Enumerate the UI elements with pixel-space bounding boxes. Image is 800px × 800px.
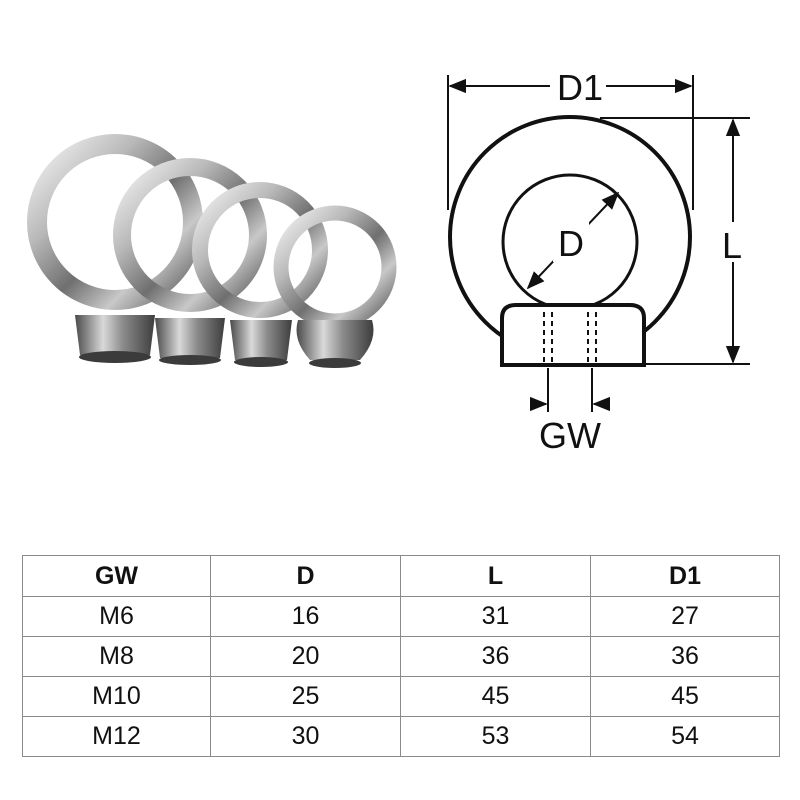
cell-l: 53 xyxy=(400,716,591,757)
cell-l: 36 xyxy=(400,636,591,677)
table-header-row: GW D L D1 xyxy=(22,555,780,597)
gw-label: GW xyxy=(539,415,601,456)
cell-l: 31 xyxy=(400,596,591,637)
d-label: D xyxy=(558,223,584,264)
cell-d: 30 xyxy=(210,716,401,757)
spec-table: GW D L D1 M6 16 31 27 M8 20 36 36 M10 25… xyxy=(22,555,780,757)
collar xyxy=(500,303,646,367)
eye-nut-m10 xyxy=(113,158,267,365)
product-photo xyxy=(27,134,397,368)
cell-gw: M10 xyxy=(22,676,211,717)
header-l: L xyxy=(400,555,591,597)
cell-d1: 36 xyxy=(590,636,780,677)
cell-d1: 27 xyxy=(590,596,780,637)
cell-d: 16 xyxy=(210,596,401,637)
eye-nut-m6 xyxy=(273,205,397,368)
d1-label: D1 xyxy=(557,67,603,108)
header-gw: GW xyxy=(22,555,211,597)
eye-nut-m12 xyxy=(27,134,203,363)
eye-nut-m8 xyxy=(192,182,328,367)
header-d: D xyxy=(210,555,401,597)
l-label: L xyxy=(722,225,742,266)
cell-d1: 54 xyxy=(590,716,780,757)
table-row: M12 30 53 54 xyxy=(22,716,780,757)
header-d1: D1 xyxy=(590,555,780,597)
cell-gw: M8 xyxy=(22,636,211,677)
table-row: M8 20 36 36 xyxy=(22,636,780,677)
table-row: M10 25 45 45 xyxy=(22,676,780,717)
table-row: M6 16 31 27 xyxy=(22,596,780,637)
dimension-drawing: D1 D L GW xyxy=(447,67,750,456)
cell-l: 45 xyxy=(400,676,591,717)
cell-d: 20 xyxy=(210,636,401,677)
cell-gw: M12 xyxy=(22,716,211,757)
cell-gw: M6 xyxy=(22,596,211,637)
cell-d1: 45 xyxy=(590,676,780,717)
cell-d: 25 xyxy=(210,676,401,717)
